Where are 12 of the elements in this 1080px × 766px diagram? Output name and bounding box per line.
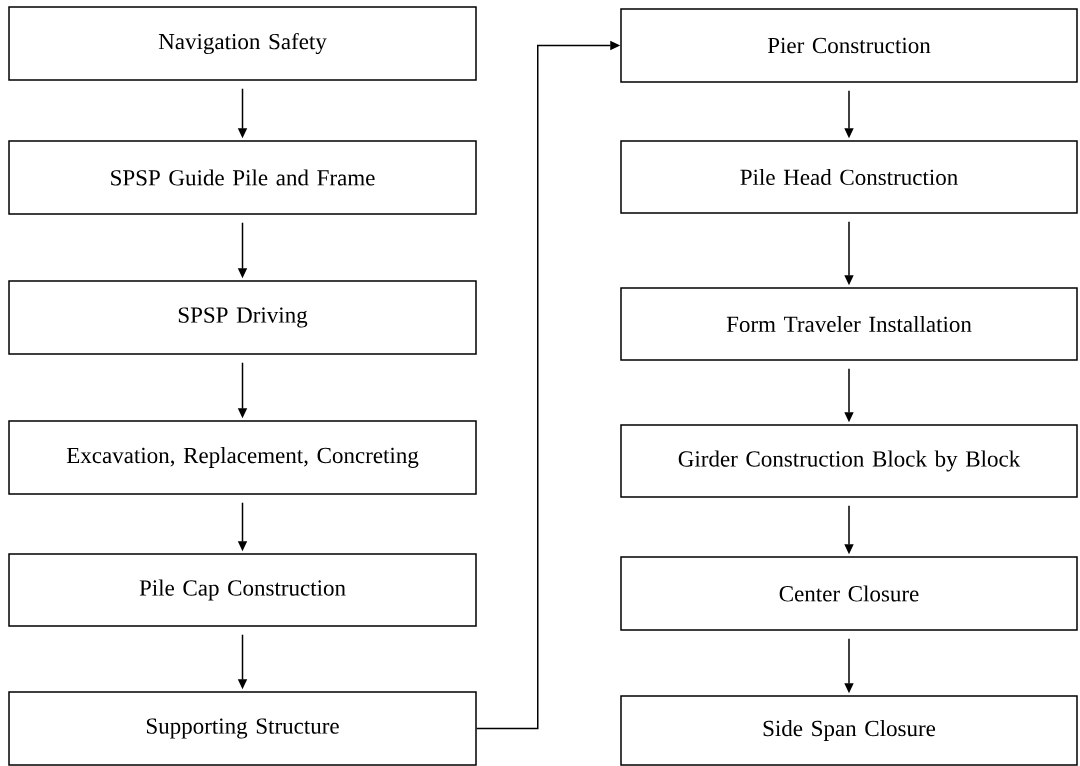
process-box: SPSP Guide Pile and Frame	[8, 140, 477, 215]
process-box: Excavation, Replacement, Concreting	[8, 420, 477, 495]
process-box: SPSP Driving	[8, 280, 477, 355]
process-box: Pier Construction	[620, 8, 1078, 83]
process-box: Pile Head Construction	[620, 140, 1078, 214]
process-box: Form Traveler Installation	[620, 287, 1078, 361]
process-box: Navigation Safety	[8, 6, 477, 81]
process-box: Center Closure	[620, 556, 1078, 631]
process-box: Pile Cap Construction	[8, 553, 477, 627]
process-box: Side Span Closure	[620, 695, 1078, 766]
process-box: Supporting Structure	[8, 691, 477, 766]
process-box: Girder Construction Block by Block	[620, 424, 1078, 498]
